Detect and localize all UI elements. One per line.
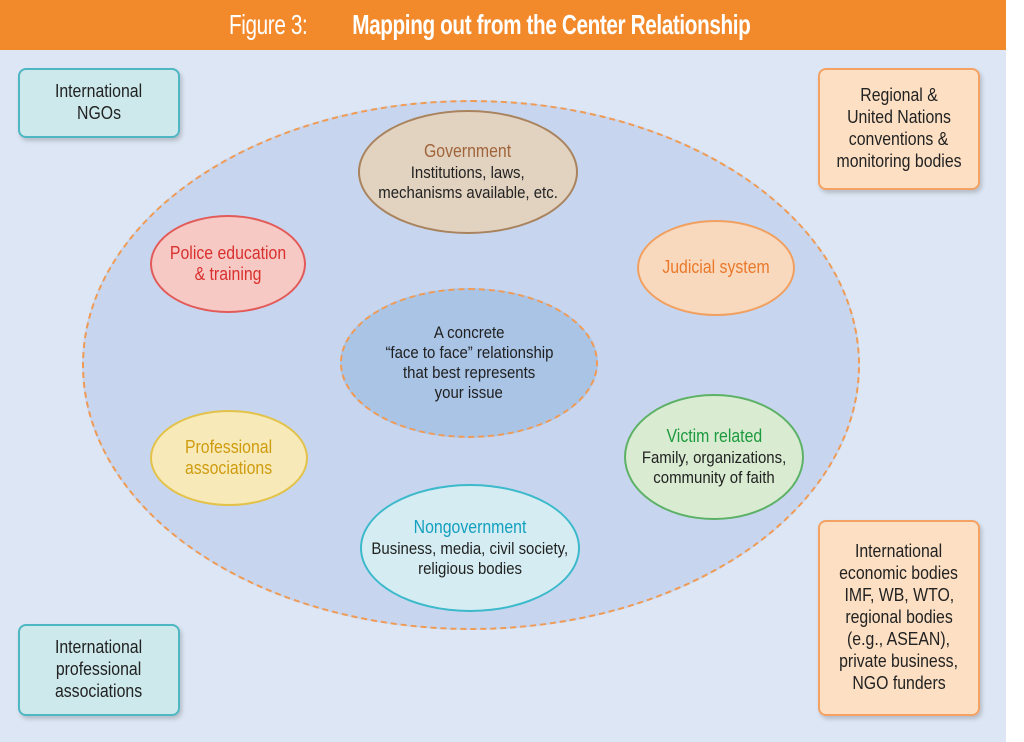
center-line: your issue — [434, 383, 504, 403]
center-relationship-ellipse: A concrete “face to face” relationship t… — [340, 288, 598, 438]
regional-un-box: Regional & United Nations conventions & … — [818, 68, 980, 190]
international-economic-box: International economic bodies IMF, WB, W… — [818, 520, 980, 716]
victim-related-bubble: Victim related Family, organizations, co… — [624, 394, 804, 520]
center-line: that best represents — [402, 363, 536, 382]
figure-title: Figure 3: Mapping out from the Center Re… — [223, 9, 783, 41]
regional-un-line: monitoring bodies — [836, 150, 962, 171]
figure-title-bar: Figure 3: Mapping out from the Center Re… — [0, 0, 1006, 50]
professional-associations-bubble: Professional associations — [150, 410, 308, 506]
professional-line: associations — [185, 458, 273, 478]
international-economic-line: NGO funders — [852, 672, 946, 693]
international-economic-line: IMF, WB, WTO, — [844, 585, 954, 606]
international-ngos-line: NGOs — [76, 103, 121, 123]
nongovernment-line: Business, media, civil society, — [371, 538, 569, 558]
victim-line: Family, organizations, — [641, 447, 787, 467]
judicial-heading: Judicial system — [662, 257, 770, 278]
regional-un-line: United Nations — [847, 107, 951, 128]
international-professional-line: professional — [56, 659, 142, 680]
center-line: A concrete — [433, 322, 505, 342]
international-ngos-box: International NGOs — [18, 68, 180, 138]
police-education-bubble: Police education & training — [150, 215, 306, 313]
international-economic-heading: International — [855, 541, 943, 562]
victim-line: community of faith — [653, 467, 775, 487]
victim-heading: Victim related — [666, 426, 762, 447]
international-economic-heading: economic bodies — [839, 563, 959, 584]
international-economic-line: regional bodies — [845, 607, 953, 628]
police-line: & training — [194, 264, 262, 284]
center-line: “face to face” relationship — [385, 342, 553, 362]
nongovernment-bubble: Nongovernment Business, media, civil soc… — [360, 484, 580, 612]
nongovernment-heading: Nongovernment — [413, 517, 527, 538]
judicial-system-bubble: Judicial system — [637, 220, 795, 316]
regional-un-line: Regional & — [860, 85, 938, 106]
international-professional-line: International — [55, 637, 143, 658]
figure-title-prefix: Figure 3: — [229, 9, 308, 40]
police-line: Police education — [169, 242, 287, 263]
international-economic-line: private business, — [839, 650, 959, 671]
international-ngos-line: International — [55, 81, 143, 102]
international-professional-box: International professional associations — [18, 624, 180, 716]
professional-line: Professional — [185, 436, 273, 457]
nongovernment-line: religious bodies — [418, 558, 522, 578]
government-line: mechanisms available, etc. — [378, 182, 558, 202]
government-heading: Government — [424, 141, 512, 162]
regional-un-line: conventions & — [849, 129, 949, 149]
government-bubble: Government Institutions, laws, mechanism… — [358, 110, 578, 234]
government-line: Institutions, laws, — [411, 162, 525, 182]
international-professional-line: associations — [55, 680, 143, 701]
international-economic-line: (e.g., ASEAN), — [847, 628, 951, 649]
figure-title-main: Mapping out from the Center Relationship — [352, 9, 752, 40]
